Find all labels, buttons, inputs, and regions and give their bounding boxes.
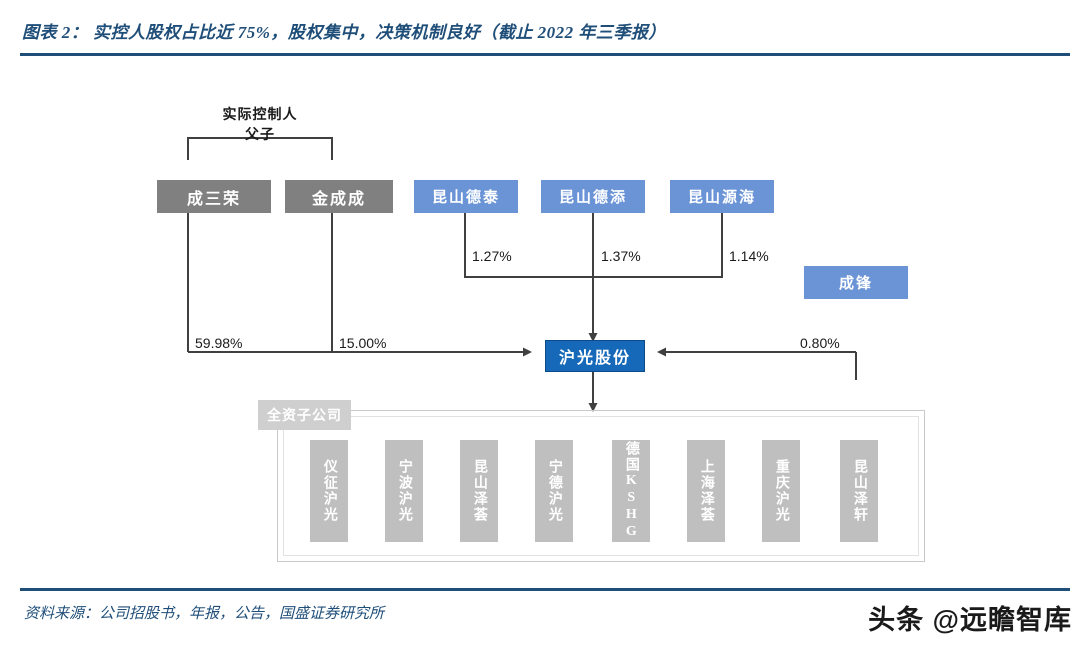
node-holder-2[interactable]: 昆山德添 bbox=[541, 180, 645, 213]
subsidiary-label: 昆山泽荟 bbox=[471, 459, 487, 523]
subsidiary-label: 上海泽荟 bbox=[698, 459, 714, 523]
ownership-structure-diagram: 实际控制人 父子 成三荣 金成成 昆山德泰 昆山德添 昆山源海 成锋 沪光股份 … bbox=[0, 58, 1090, 586]
subsidiary-label: 宁德沪光 bbox=[546, 459, 562, 523]
stake-label-holder-3: 1.14% bbox=[729, 248, 769, 264]
node-subsidiary-6[interactable]: 上海泽荟 bbox=[687, 440, 725, 542]
node-holder-3[interactable]: 昆山源海 bbox=[670, 180, 774, 213]
stake-label-controller-2: 15.00% bbox=[339, 335, 387, 351]
node-controller-1[interactable]: 成三荣 bbox=[157, 180, 271, 213]
title-divider bbox=[20, 53, 1070, 56]
node-subsidiary-1[interactable]: 仪征沪光 bbox=[310, 440, 348, 542]
subsidiary-label: 昆山泽轩 bbox=[851, 459, 867, 523]
subsidiary-label: 重庆沪光 bbox=[773, 459, 789, 523]
figure-title: 图表 2： 实控人股权占比近 75%，股权集中，决策机制良好（截止 2022 年… bbox=[22, 23, 666, 42]
controller-caption-line2: 父子 bbox=[245, 128, 275, 143]
subsidiary-label: 德国KSHG bbox=[623, 441, 639, 541]
subsidiary-panel-inner-border bbox=[283, 416, 919, 556]
stake-label-holder-2: 1.37% bbox=[601, 248, 641, 264]
node-subsidiary-5[interactable]: 德国KSHG bbox=[612, 440, 650, 542]
node-controller-2[interactable]: 金成成 bbox=[285, 180, 393, 213]
subsidiary-group-tag: 全资子公司 bbox=[258, 400, 351, 430]
subsidiary-panel bbox=[277, 410, 925, 562]
node-subsidiary-7[interactable]: 重庆沪光 bbox=[762, 440, 800, 542]
node-core-company[interactable]: 沪光股份 bbox=[545, 340, 645, 372]
controller-caption-line1: 实际控制人 bbox=[222, 108, 298, 123]
node-subsidiary-8[interactable]: 昆山泽轩 bbox=[840, 440, 878, 542]
subsidiary-label: 仪征沪光 bbox=[321, 459, 337, 523]
subsidiary-label: 宁波沪光 bbox=[396, 459, 412, 523]
node-subsidiary-2[interactable]: 宁波沪光 bbox=[385, 440, 423, 542]
node-subsidiary-3[interactable]: 昆山泽荟 bbox=[460, 440, 498, 542]
node-individual-holder-1[interactable]: 成锋 bbox=[804, 266, 908, 299]
node-holder-1[interactable]: 昆山德泰 bbox=[414, 180, 518, 213]
footer-divider bbox=[20, 588, 1070, 591]
stake-label-holder-1: 1.27% bbox=[472, 248, 512, 264]
watermark: 头条 @远瞻智库 bbox=[868, 605, 1072, 635]
stake-label-individual-holder-1: 0.80% bbox=[800, 335, 840, 351]
node-subsidiary-4[interactable]: 宁德沪光 bbox=[535, 440, 573, 542]
connector-lines bbox=[187, 137, 857, 412]
stake-label-controller-1: 59.98% bbox=[195, 335, 243, 351]
source-note: 资料来源：公司招股书，年报，公告，国盛证券研究所 bbox=[24, 606, 385, 622]
